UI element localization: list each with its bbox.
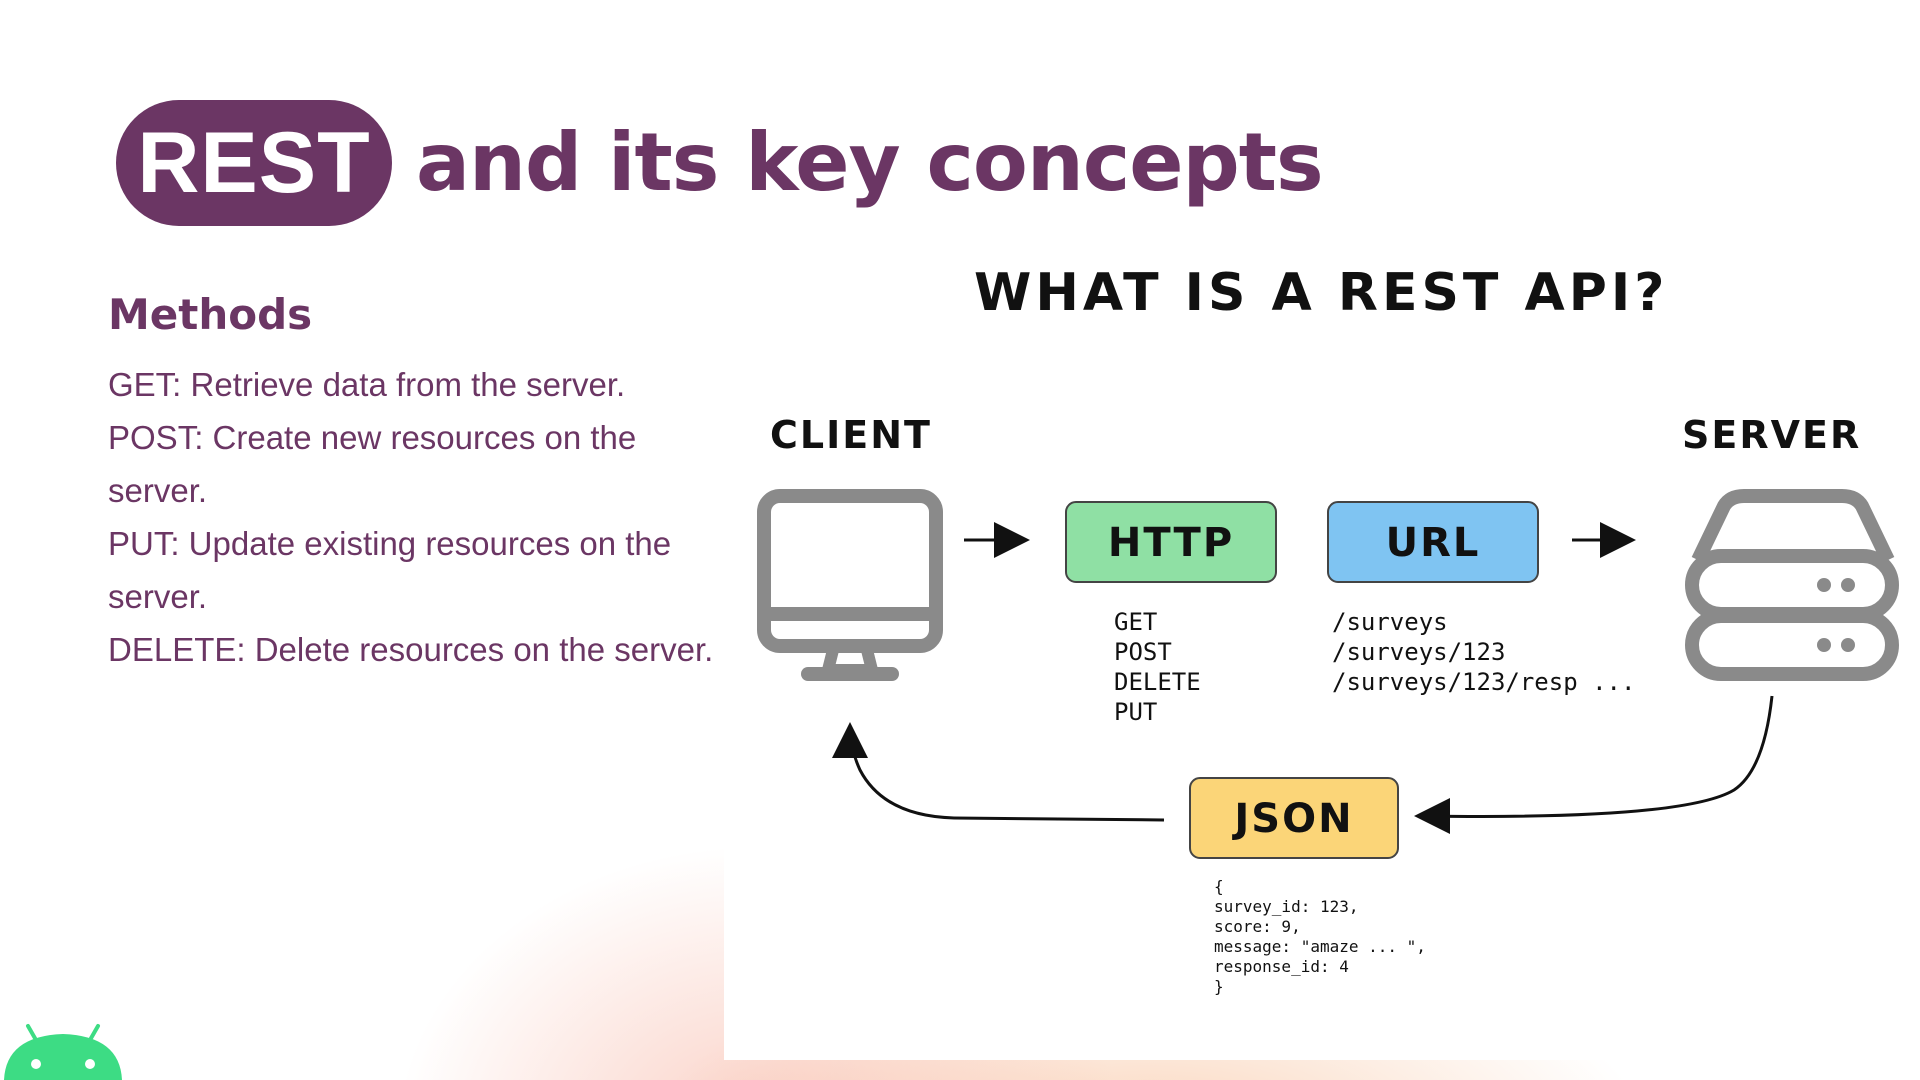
arrow-server-to-json [1423, 695, 1774, 818]
method-line-post-cont: server. [108, 472, 208, 509]
title-pill-text: REST [137, 114, 371, 211]
method-line-delete: DELETE: Delete resources on the server. [108, 631, 714, 668]
http-method-put: PUT [1114, 698, 1157, 726]
json-label: JSON [1231, 796, 1353, 842]
http-box: HTTP [1065, 501, 1277, 583]
method-line-put: PUT: Update existing resources on the [108, 525, 672, 562]
url-box: URL [1327, 501, 1539, 583]
json-box: JSON [1189, 777, 1399, 859]
url-path-3: /surveys/123/resp ... [1332, 668, 1635, 696]
json-line-5: response_id: 4 [1214, 957, 1349, 976]
url-path-1: /surveys [1332, 608, 1448, 636]
method-line-post: POST: Create new resources on the [108, 419, 637, 456]
http-method-get: GET [1114, 608, 1157, 636]
json-sample: { survey_id: 123, score: 9, message: "am… [1214, 877, 1426, 996]
json-line-6: } [1214, 977, 1224, 996]
diagram-title: WHAT IS A REST API? [974, 263, 1668, 323]
method-line-get: GET: Retrieve data from the server. [108, 366, 626, 403]
title-pill: REST [116, 100, 392, 226]
server-icon [1685, 489, 1899, 681]
url-label: URL [1386, 520, 1481, 566]
http-method-post: POST [1114, 638, 1172, 666]
arrow-json-to-client [832, 722, 1165, 822]
diagram-canvas: WHAT IS A REST API? CLIENT HTTP URL SERV… [757, 263, 1899, 996]
client-label: CLIENT [770, 413, 932, 457]
json-line-3: score: 9, [1214, 917, 1301, 936]
methods-heading: Methods [108, 290, 313, 339]
http-methods-list: GET POST DELETE PUT [1114, 608, 1201, 726]
monitor-icon [757, 489, 943, 681]
json-line-1: { [1214, 877, 1224, 896]
url-path-2: /surveys/123 [1332, 638, 1505, 666]
methods-list: GET: Retrieve data from the server. POST… [108, 358, 748, 676]
method-line-put-cont: server. [108, 578, 208, 615]
http-method-delete: DELETE [1114, 668, 1201, 696]
json-line-2: survey_id: 123, [1214, 897, 1359, 916]
rest-api-diagram: WHAT IS A REST API? CLIENT HTTP URL SERV… [724, 250, 1920, 1060]
page-title: and its key concepts [416, 116, 1324, 209]
android-logo-icon [4, 1024, 122, 1080]
server-label: SERVER [1682, 413, 1861, 457]
http-label: HTTP [1108, 520, 1234, 566]
json-line-4: message: "amaze ... ", [1214, 937, 1426, 956]
url-paths-list: /surveys /surveys/123 /surveys/123/resp … [1332, 608, 1635, 696]
